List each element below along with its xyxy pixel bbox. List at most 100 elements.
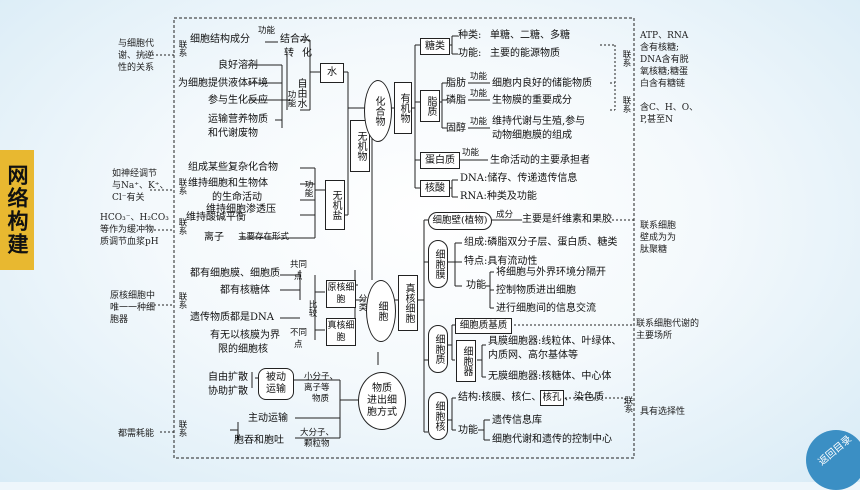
inorganic-node: 无机物: [350, 120, 370, 172]
link-label: 联系: [177, 420, 187, 437]
function-label: 功能: [470, 89, 488, 99]
common-3: 遗传物质都是DNA: [190, 312, 274, 323]
link-label: 联系: [177, 218, 187, 235]
salt-node: 无机盐: [325, 180, 345, 230]
bound-water: 结合水: [280, 34, 310, 45]
good-solvent: 良好溶剂: [218, 60, 258, 71]
small-molecules-2: 离子等: [304, 383, 330, 393]
note-metabolism: 与细胞代谢、抗逆性的关系: [118, 39, 155, 73]
water-node: 水: [320, 63, 344, 83]
function-label: 功能: [303, 180, 313, 197]
common-label-1: 共同: [290, 260, 308, 270]
fat: 脂肪: [446, 78, 466, 89]
protein-desc: 生命活动的主要承担者: [490, 155, 590, 166]
phospholipid-fn: 生物膜的重要成分: [492, 95, 572, 106]
organelle-node: 细胞器: [456, 340, 476, 382]
link-label: 联系: [623, 396, 633, 413]
function-label: 功能: [286, 90, 296, 107]
note-wall: 联系细胞壁成为为肽聚糖: [640, 221, 677, 255]
ion-form: 主要存在形式: [238, 232, 290, 242]
function-label: 功能: [470, 72, 488, 82]
endo-exocytosis: 胞吞和胞吐: [234, 435, 284, 446]
convert-label: 转: [284, 48, 294, 59]
membrane-node: 细胞膜: [428, 240, 448, 288]
note-ions: 如神经调节与Na⁺、K⁺、Cl⁻有关: [112, 169, 169, 203]
membrane-fn-2: 控制物质进出细胞: [496, 285, 576, 296]
waste-products: 和代谢废物: [208, 128, 258, 139]
function-label: 功能: [258, 26, 276, 36]
convert-label: 化: [302, 48, 312, 59]
note-ribosome: 原核细胞中唯一一种细胞器: [110, 291, 156, 325]
protein-node: 蛋白质: [420, 152, 460, 169]
function-label: 功能: [462, 148, 480, 158]
acid-base: 维持酸碱平衡: [186, 212, 246, 223]
common-label-2: 点: [294, 272, 303, 282]
function-label: 功能: [466, 280, 486, 291]
prokaryote-box: 原核细胞: [326, 280, 356, 308]
function-label: 功能: [470, 117, 488, 127]
comp-label: 成分: [496, 210, 514, 220]
diff-2: 限的细胞核: [218, 344, 268, 355]
free-water: 自由水: [295, 78, 306, 108]
non-membrane-organelles: 无膜细胞器:核糖体、中心体: [488, 371, 612, 382]
cell-node: 细胞: [366, 280, 396, 342]
sugar-fn: 主要的能源物质: [490, 48, 560, 59]
diff-1: 有无以核膜为界: [210, 330, 280, 341]
note-energy: 都需耗能: [118, 429, 155, 439]
common-1: 都有细胞膜、细胞质: [190, 268, 280, 279]
sugar-fn-label: 功能:: [458, 48, 482, 59]
phospholipid: 磷脂: [446, 95, 466, 106]
chromatin: 、染色质: [564, 392, 604, 403]
biochem-reaction: 参与生化反应: [208, 95, 268, 106]
organic-node: 有机物: [394, 82, 412, 134]
membrane-fn-1: 将细胞与外界环境分隔开: [496, 267, 606, 278]
section-tag: 网络构建: [0, 150, 34, 270]
structure-component: 细胞结构成分: [190, 34, 250, 45]
maintain-life-2: 的生命活动: [212, 192, 262, 203]
nucleic-node: 核酸: [420, 180, 450, 197]
complex-compounds: 组成某些复杂化合物: [188, 162, 278, 173]
cell-wall-node: 细胞壁(植物): [428, 212, 492, 230]
sterol: 固醇: [446, 123, 466, 134]
liquid-environment: 为细胞提供液体环境: [178, 78, 268, 89]
active-transport: 主动运输: [248, 413, 288, 424]
link-label: 联系: [177, 40, 187, 57]
link-label: 联系: [621, 96, 631, 113]
cell-wall-desc: 主要是纤维素和果胶: [522, 214, 612, 225]
membrane-fn-3: 进行细胞间的信息交流: [496, 303, 596, 314]
link-label: 联系: [621, 50, 631, 67]
ion: 离子: [204, 232, 224, 243]
link-label: 联系: [177, 178, 187, 195]
small-molecules-1: 小分子、: [304, 372, 339, 382]
note-elements: 含C、H、O、P,甚至N: [640, 103, 699, 125]
sterol-fn-1: 维持代谢与生殖,参与: [492, 116, 586, 127]
note-metabolism-site: 联系细胞代谢的主要场所: [636, 319, 700, 341]
back-to-contents-button[interactable]: [806, 430, 860, 490]
osmotic-pressure: 维持细胞渗透压: [206, 204, 276, 215]
eukaryote-node: 真核细胞: [398, 275, 418, 331]
large-molecules-2: 颗粒物: [304, 439, 330, 449]
sugar-kinds-label: 种类:: [458, 30, 482, 41]
compound-node: 化合物: [364, 80, 392, 142]
common-2: 都有核糖体: [220, 285, 270, 296]
diff-label-1: 不同: [290, 328, 308, 338]
classify-label: 分类: [357, 294, 367, 311]
membrane-organelles-2: 内质网、高尔基体等: [488, 350, 578, 361]
maintain-life: 维持细胞和生物体: [188, 178, 268, 189]
fat-fn: 细胞内良好的储能物质: [492, 78, 592, 89]
simple-diffusion: 自由扩散: [208, 372, 248, 383]
nuclear-pore-node: 核孔: [540, 390, 564, 406]
membrane-organelles-1: 具膜细胞器:线粒体、叶绿体、: [488, 336, 622, 347]
passive-transport-node: 被动运输: [258, 368, 294, 400]
nucleus-fn-1: 遗传信息库: [492, 415, 542, 426]
note-selective: 具有选择性: [640, 407, 686, 417]
cytosol-node: 细胞质基质: [455, 318, 512, 334]
diff-label-2: 点: [294, 340, 303, 350]
compare-label: 比较: [307, 300, 317, 317]
link-label: 联系: [177, 292, 187, 309]
rna-desc: RNA:种类及功能: [460, 191, 537, 202]
nucleus-fn-2: 细胞代谢和遗传的控制中心: [492, 434, 612, 445]
dna-desc: DNA:储存、传递遗传信息: [460, 173, 578, 184]
